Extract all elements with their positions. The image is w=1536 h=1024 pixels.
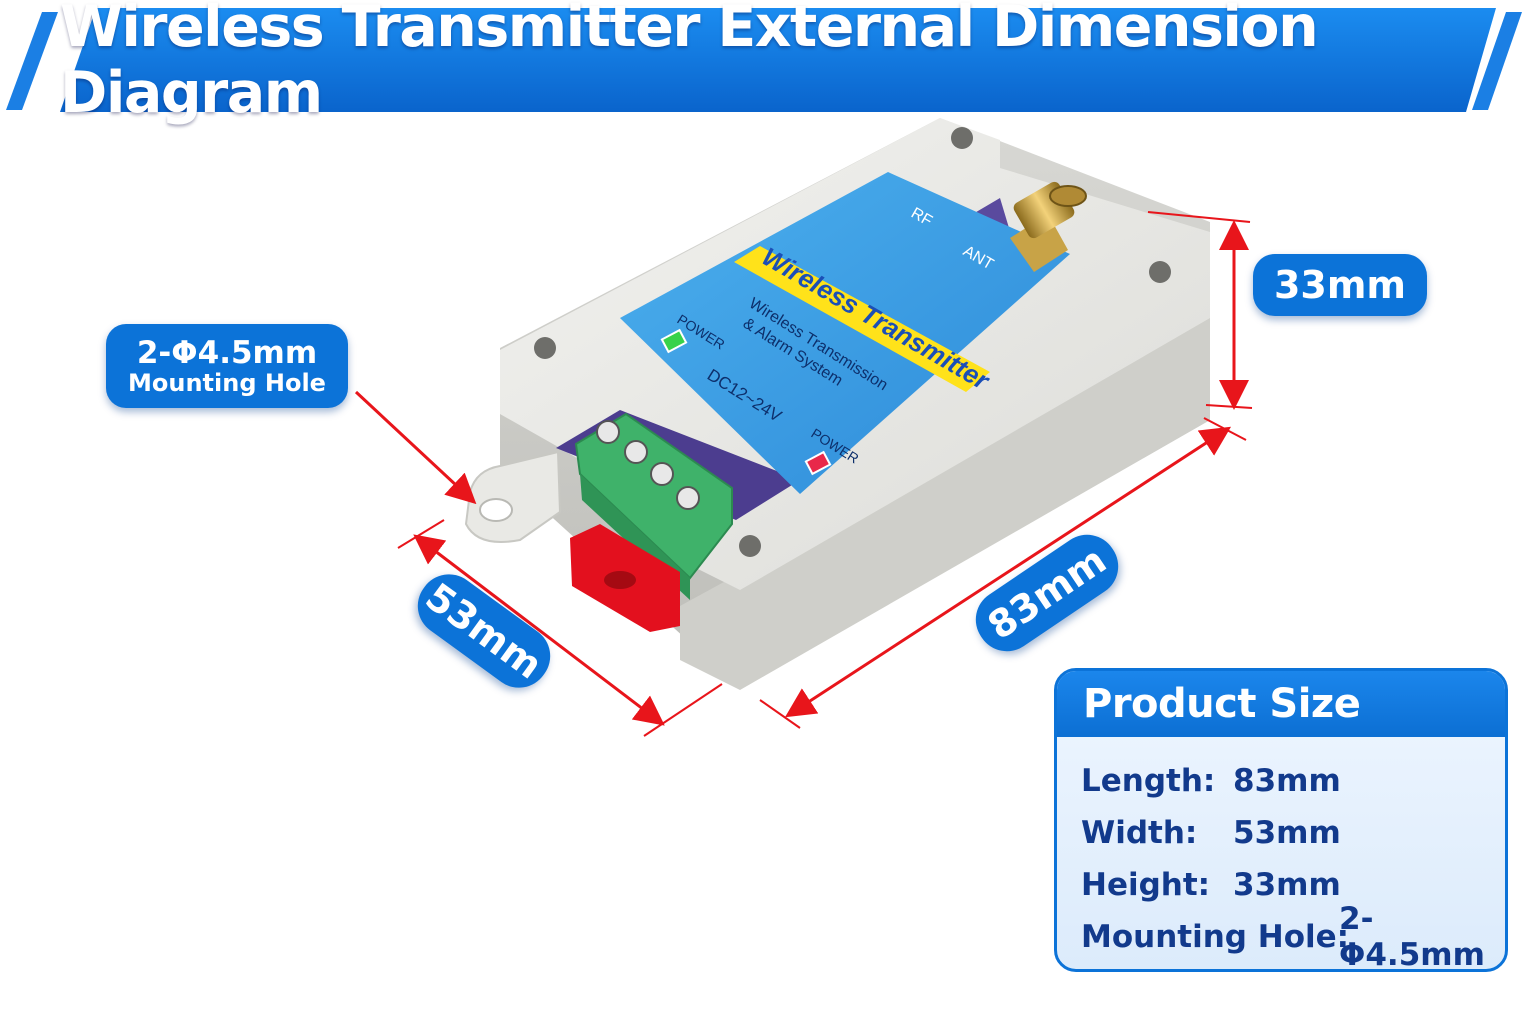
title-banner: Wireless Transmitter External Dimension … (0, 0, 1536, 126)
width-extension-right (643, 683, 723, 737)
terminal-screws (596, 420, 700, 510)
size-row-length: Length: 83mm (1081, 755, 1505, 807)
size-key: Height: (1081, 867, 1211, 903)
power-led-green (660, 328, 688, 354)
height-extension-bottom (1205, 404, 1253, 409)
terminal-screw (676, 486, 700, 510)
size-value: 53mm (1233, 815, 1341, 851)
mounting-tab (464, 450, 562, 543)
width-extension-left (397, 519, 445, 549)
size-key: Mounting Hole: (1081, 919, 1350, 955)
label-yellow-band (734, 246, 990, 392)
height-callout: 33mm (1253, 254, 1427, 316)
device-label (620, 172, 1070, 494)
size-row-height: Height: 33mm (1081, 859, 1505, 911)
banner-body (60, 8, 1496, 112)
corner-hole (1149, 261, 1171, 283)
corner-hole (951, 127, 973, 149)
antenna-connector (1010, 181, 1087, 272)
product-size-card: Product Size Length: 83mm Width: 53mm He… (1054, 668, 1508, 972)
length-dimension (784, 426, 1232, 718)
terminal-screw (650, 462, 674, 486)
terminal-screw (624, 440, 648, 464)
size-value: 2-Φ4.5mm (1339, 901, 1485, 972)
size-key: Width: (1081, 815, 1198, 851)
product-size-rows: Length: 83mm Width: 53mm Height: 33mm Mo… (1057, 737, 1505, 969)
page-title: Wireless Transmitter External Dimension … (60, 0, 1319, 126)
size-key: Length: (1081, 763, 1216, 799)
corner-hole (534, 337, 556, 359)
length-extension-left (759, 699, 801, 729)
mounting-hole-value: 2-Φ4.5mm (136, 334, 318, 371)
product-size-title: Product Size (1057, 671, 1505, 737)
antenna-tip (1049, 185, 1087, 207)
din-clip-slot (604, 571, 636, 589)
size-row-width: Width: 53mm (1081, 807, 1505, 859)
size-value: 83mm (1233, 763, 1341, 799)
size-row-mounting-hole: Mounting Hole: 2-Φ4.5mm (1081, 901, 1505, 969)
mounting-hole-callout: 2-Φ4.5mm Mounting Hole (106, 324, 348, 408)
banner-shape (6, 8, 1522, 112)
terminal-screw (596, 420, 620, 444)
antenna-nut (1010, 214, 1068, 272)
mounting-hole-pointer (354, 390, 477, 505)
mounting-hole-label: Mounting Hole (128, 368, 326, 397)
banner-stripe-left (6, 12, 58, 110)
size-value: 33mm (1233, 867, 1341, 903)
dimension-lines (354, 211, 1253, 737)
mounting-hole (479, 498, 513, 522)
corner-hole (739, 535, 761, 557)
width-dimension (413, 534, 665, 726)
banner-stripe-right (1472, 12, 1522, 110)
